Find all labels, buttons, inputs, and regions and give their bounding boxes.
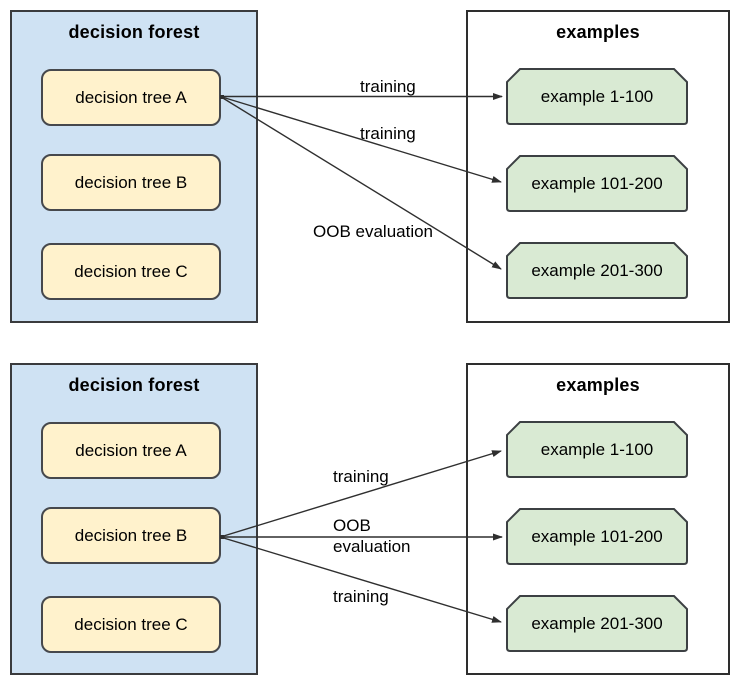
example-node-201-300-2: example 201-300 [506,595,688,652]
example-node-label: example 101-200 [531,173,663,193]
example-node-label: example 1-100 [540,86,654,106]
example-node-label: example 201-300 [531,613,663,633]
example-node-201-300-1: example 201-300 [506,242,688,299]
example-node-label: example 101-200 [531,526,663,546]
tree-node-a-2: decision tree A [41,422,221,479]
forest-box-2: decision forest decision tree A decision… [10,363,258,675]
forest-box-1: decision forest decision tree A decision… [10,10,258,323]
card-shape-icon [506,68,688,125]
tree-node-label: decision tree B [74,525,188,545]
tree-node-c-1: decision tree C [41,243,221,300]
example-node-label: example 1-100 [540,439,654,459]
arrow-label-oob-evaluation-b: OOB evaluation [333,516,411,556]
tree-node-label: decision tree C [74,614,188,634]
tree-node-label: decision tree B [74,172,188,192]
tree-node-label: decision tree A [75,87,187,107]
card-shape-icon [506,595,688,652]
tree-node-c-2: decision tree C [41,596,221,653]
arrow-label-training-2a: training [360,124,416,143]
arrow-label-training-1a: training [360,77,416,96]
card-shape-icon [506,155,688,212]
arrow-label-training-1b: training [333,467,389,486]
tree-node-b-1: decision tree B [41,154,221,211]
tree-node-label: decision tree C [74,261,188,281]
examples-title-2: examples [556,375,640,395]
examples-box-2: examples example 1-100 example 101-200 e… [466,363,730,675]
example-node-101-200-1: example 101-200 [506,155,688,212]
tree-node-b-2: decision tree B [41,507,221,564]
example-node-1-100-1: example 1-100 [506,68,688,125]
tree-node-label: decision tree A [75,440,187,460]
forest-title-1: decision forest [68,22,200,42]
card-shape-icon [506,421,688,478]
tree-node-a-1: decision tree A [41,69,221,126]
example-node-1-100-2: example 1-100 [506,421,688,478]
example-node-label: example 201-300 [531,260,663,280]
forest-title-2: decision forest [68,375,200,395]
card-shape-icon [506,242,688,299]
card-shape-icon [506,508,688,565]
examples-box-1: examples example 1-100 example 101-200 e… [466,10,730,323]
arrow-label-training-2b: training [333,587,389,606]
examples-title-1: examples [556,22,640,42]
example-node-101-200-2: example 101-200 [506,508,688,565]
arrow-label-oob-evaluation-a: OOB evaluation [313,222,434,241]
